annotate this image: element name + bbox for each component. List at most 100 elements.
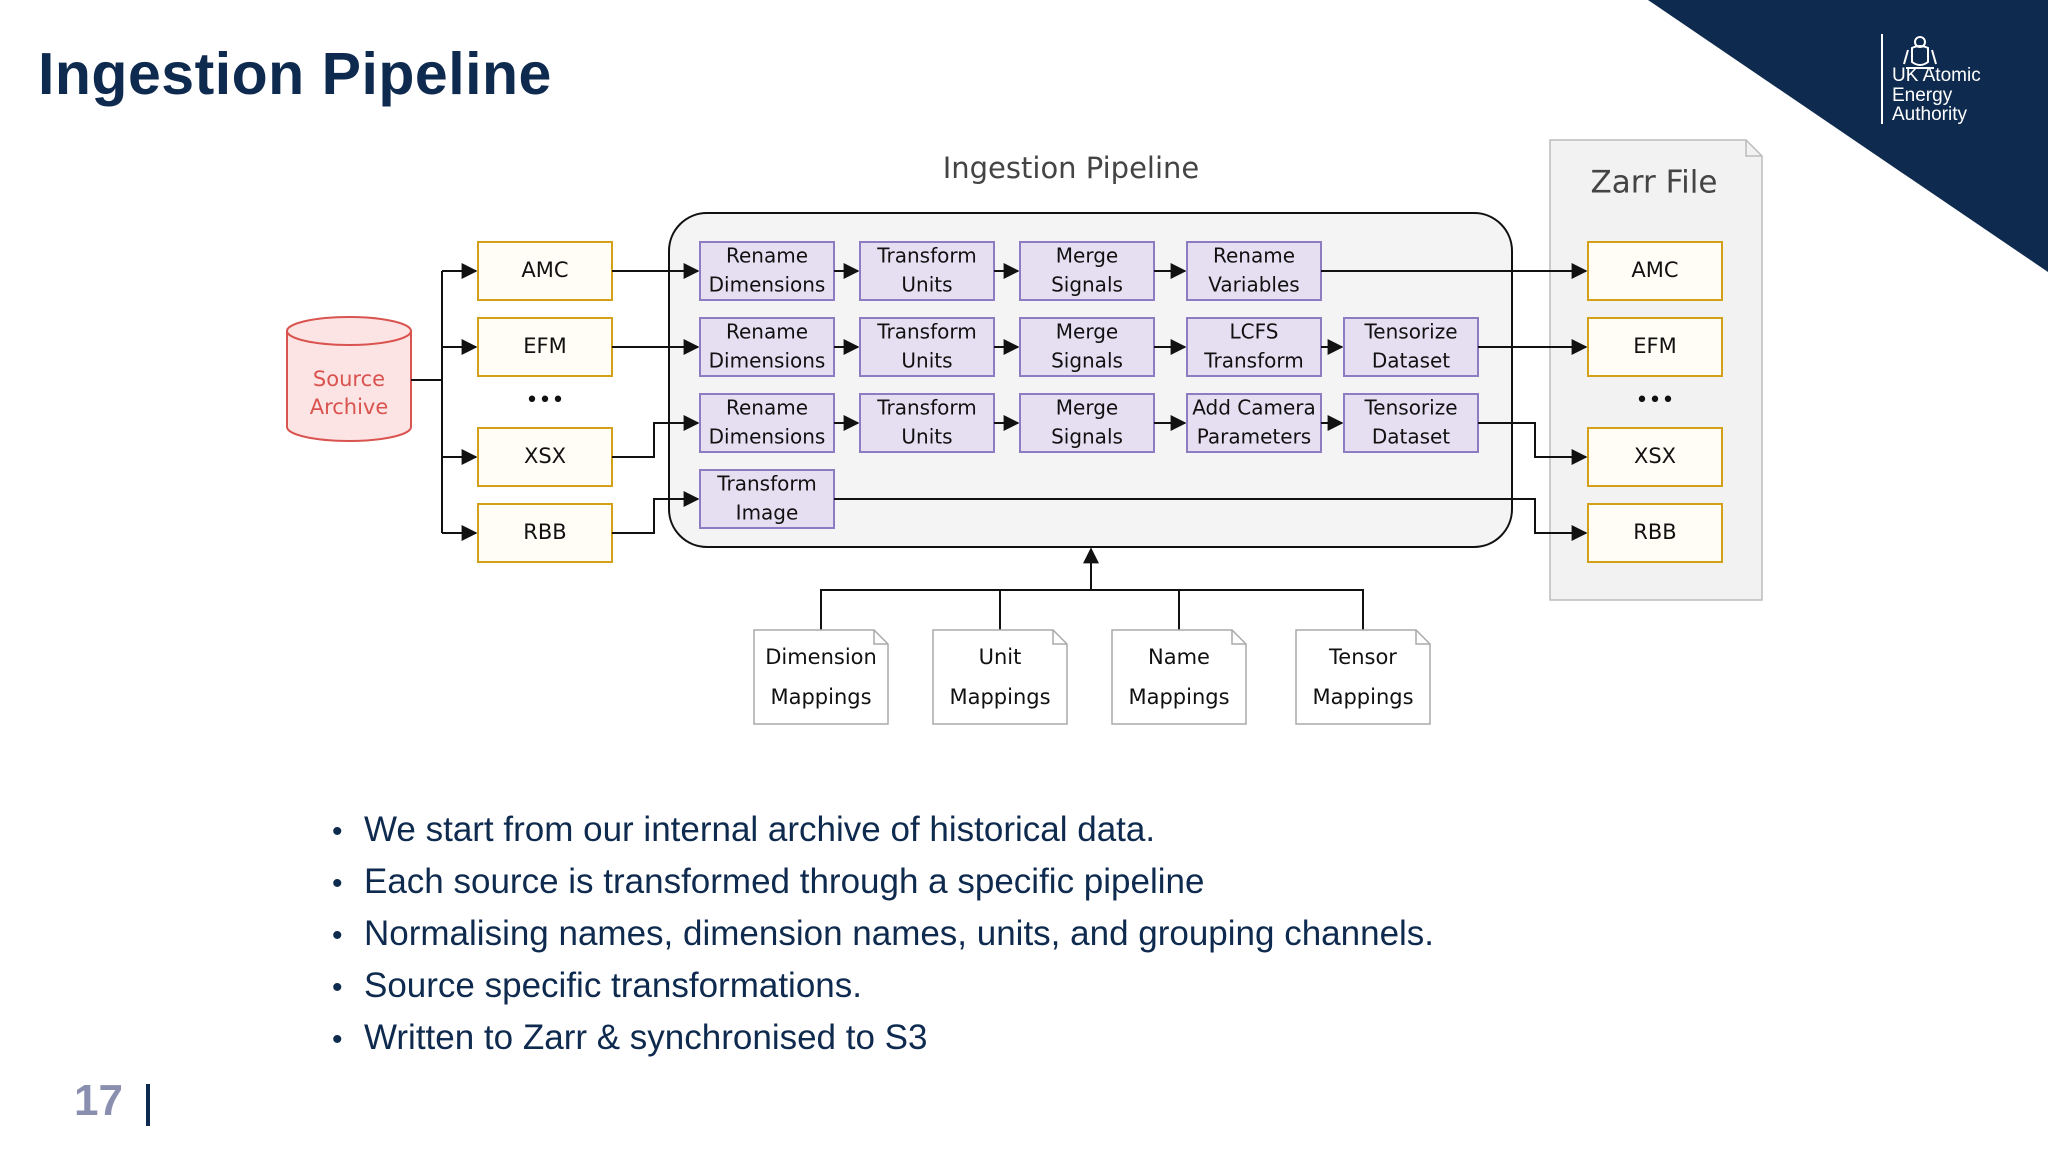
pipeline-step-label: Merge [1056,320,1118,344]
pipeline-step [1186,241,1322,301]
pipeline-step-label: Merge [1056,396,1118,420]
pipeline-step-label: Signals [1051,425,1123,449]
source-archive-label: Archive [310,395,389,419]
source-box-label: XSX [524,444,566,468]
source-box-label: AMC [521,258,568,282]
pipeline-step [1343,317,1479,377]
bullet-icon: • [332,1023,343,1056]
bullet-text: We start from our internal archive of hi… [364,810,1156,849]
bullet-item: • Source specific transformations. [332,960,1434,1012]
pipeline-step-label: Transform [716,472,816,496]
pipeline-step-label: Dataset [1372,425,1450,449]
mapping-label: Mappings [1312,685,1413,709]
crest-icon [1903,36,1937,69]
zarr-title: Zarr File [1591,165,1718,201]
output-box-amc [1587,241,1723,301]
bullet-text: Source specific transformations. [364,966,862,1005]
bullet-icon: • [332,919,343,952]
bullet-text: Normalising names, dimension names, unit… [364,914,1435,953]
pipeline-step [1019,317,1155,377]
mapping-label: Mappings [770,685,871,709]
mapping-label: Name [1148,645,1210,669]
page-number: 17 [74,1076,123,1125]
pipeline-title: Ingestion Pipeline [943,151,1200,185]
source-box-amc [477,241,613,301]
pipeline-step-label: Dimensions [709,273,826,297]
pipeline-step-label: Image [736,501,799,525]
pipeline-step-label: Tensorize [1363,320,1457,344]
bullet-item: •Written to Zarr & synchronised to S3 [332,1012,1434,1064]
pipeline-step-label: Transform [1203,349,1303,373]
pipeline-output-arrow [1478,422,1588,465]
source-box-label: RBB [523,520,566,544]
source-box-label: EFM [523,334,566,358]
corner-banner [1648,0,2048,272]
mapping-label: Mappings [949,685,1050,709]
pipeline-step-label: LCFS [1230,320,1279,344]
bullet-item: •Each source is transformed through a sp… [332,856,1434,908]
logo-line: Authority [1892,104,1967,125]
pipeline-step-label: Rename [1213,244,1295,268]
pipeline-step [1019,393,1155,453]
mapping-label: Tensor [1328,645,1397,669]
logo-line: UK Atomic [1892,65,1981,86]
output-box-efm [1587,317,1723,377]
source-archive-label: Source [313,367,385,391]
mapping-document [1111,629,1247,725]
mapping-document-shape [753,629,889,725]
source-archive-top [286,316,412,346]
pipeline-step-label: Units [901,425,952,449]
bullet-icon: • [332,971,343,1004]
mapping-document [932,629,1068,725]
pipeline-output-arrow [834,498,1588,541]
pipeline-step [699,393,835,453]
pipeline-step [1343,393,1479,453]
source-to-pipeline-arrow [612,491,700,534]
pipeline-step [859,241,995,301]
pipeline-step-label: Transform [876,396,976,420]
pipeline-step-label: Rename [726,244,808,268]
pipeline-step-label: Dataset [1372,349,1450,373]
bullet-icon: • [332,867,343,900]
pipeline-step-label: Signals [1051,349,1123,373]
pipeline-step-label: Tensorize [1363,396,1457,420]
mapping-document-shape [1111,629,1247,725]
outputs-ellipsis: ••• [1636,388,1675,413]
source-box-efm [477,317,613,377]
pipeline-step [699,317,835,377]
mapping-document [753,629,889,725]
mapping-label: Dimension [765,645,877,669]
pipeline-step-label: Transform [876,244,976,268]
logo: UK Atomic Energy Authority [1892,66,2042,125]
source-to-pipeline-arrow [612,415,700,458]
mapping-document-fold [1052,630,1067,645]
page-number-divider [146,1084,150,1126]
logo-line: Energy [1892,84,1953,106]
mapping-document-fold [873,630,888,645]
pipeline-step [699,469,835,529]
pipeline-step-label: Dimensions [709,425,826,449]
output-box-label: RBB [1633,520,1676,544]
source-archive-body [286,331,412,442]
output-box-xsx [1587,427,1723,487]
mapping-document-shape [1295,629,1431,725]
output-box-rbb [1587,503,1723,563]
pipeline-step-label: Rename [726,396,808,420]
pipeline-step [1019,241,1155,301]
mapping-label: Unit [979,645,1022,669]
pipeline-diagram: Ingestion Pipeline Zarr FileSourceArchive… [286,139,1763,725]
pipeline-step [1186,317,1322,377]
pipeline-step [859,393,995,453]
pipeline-step-label: Signals [1051,273,1123,297]
bullet-icon: • [332,815,343,848]
mapping-document-fold [1231,630,1246,645]
pipeline-step-label: Parameters [1197,425,1311,449]
mapping-document-fold [1415,630,1430,645]
pipeline-step [699,241,835,301]
bullet-item: • Normalising names, dimension names, uni… [332,908,1434,960]
pipeline-step-label: Units [901,273,952,297]
pipeline-step-label: Dimensions [709,349,826,373]
mapping-document [1295,629,1431,725]
slide-title: Ingestion Pipeline [38,41,552,107]
pipeline-step-label: Variables [1208,273,1299,297]
